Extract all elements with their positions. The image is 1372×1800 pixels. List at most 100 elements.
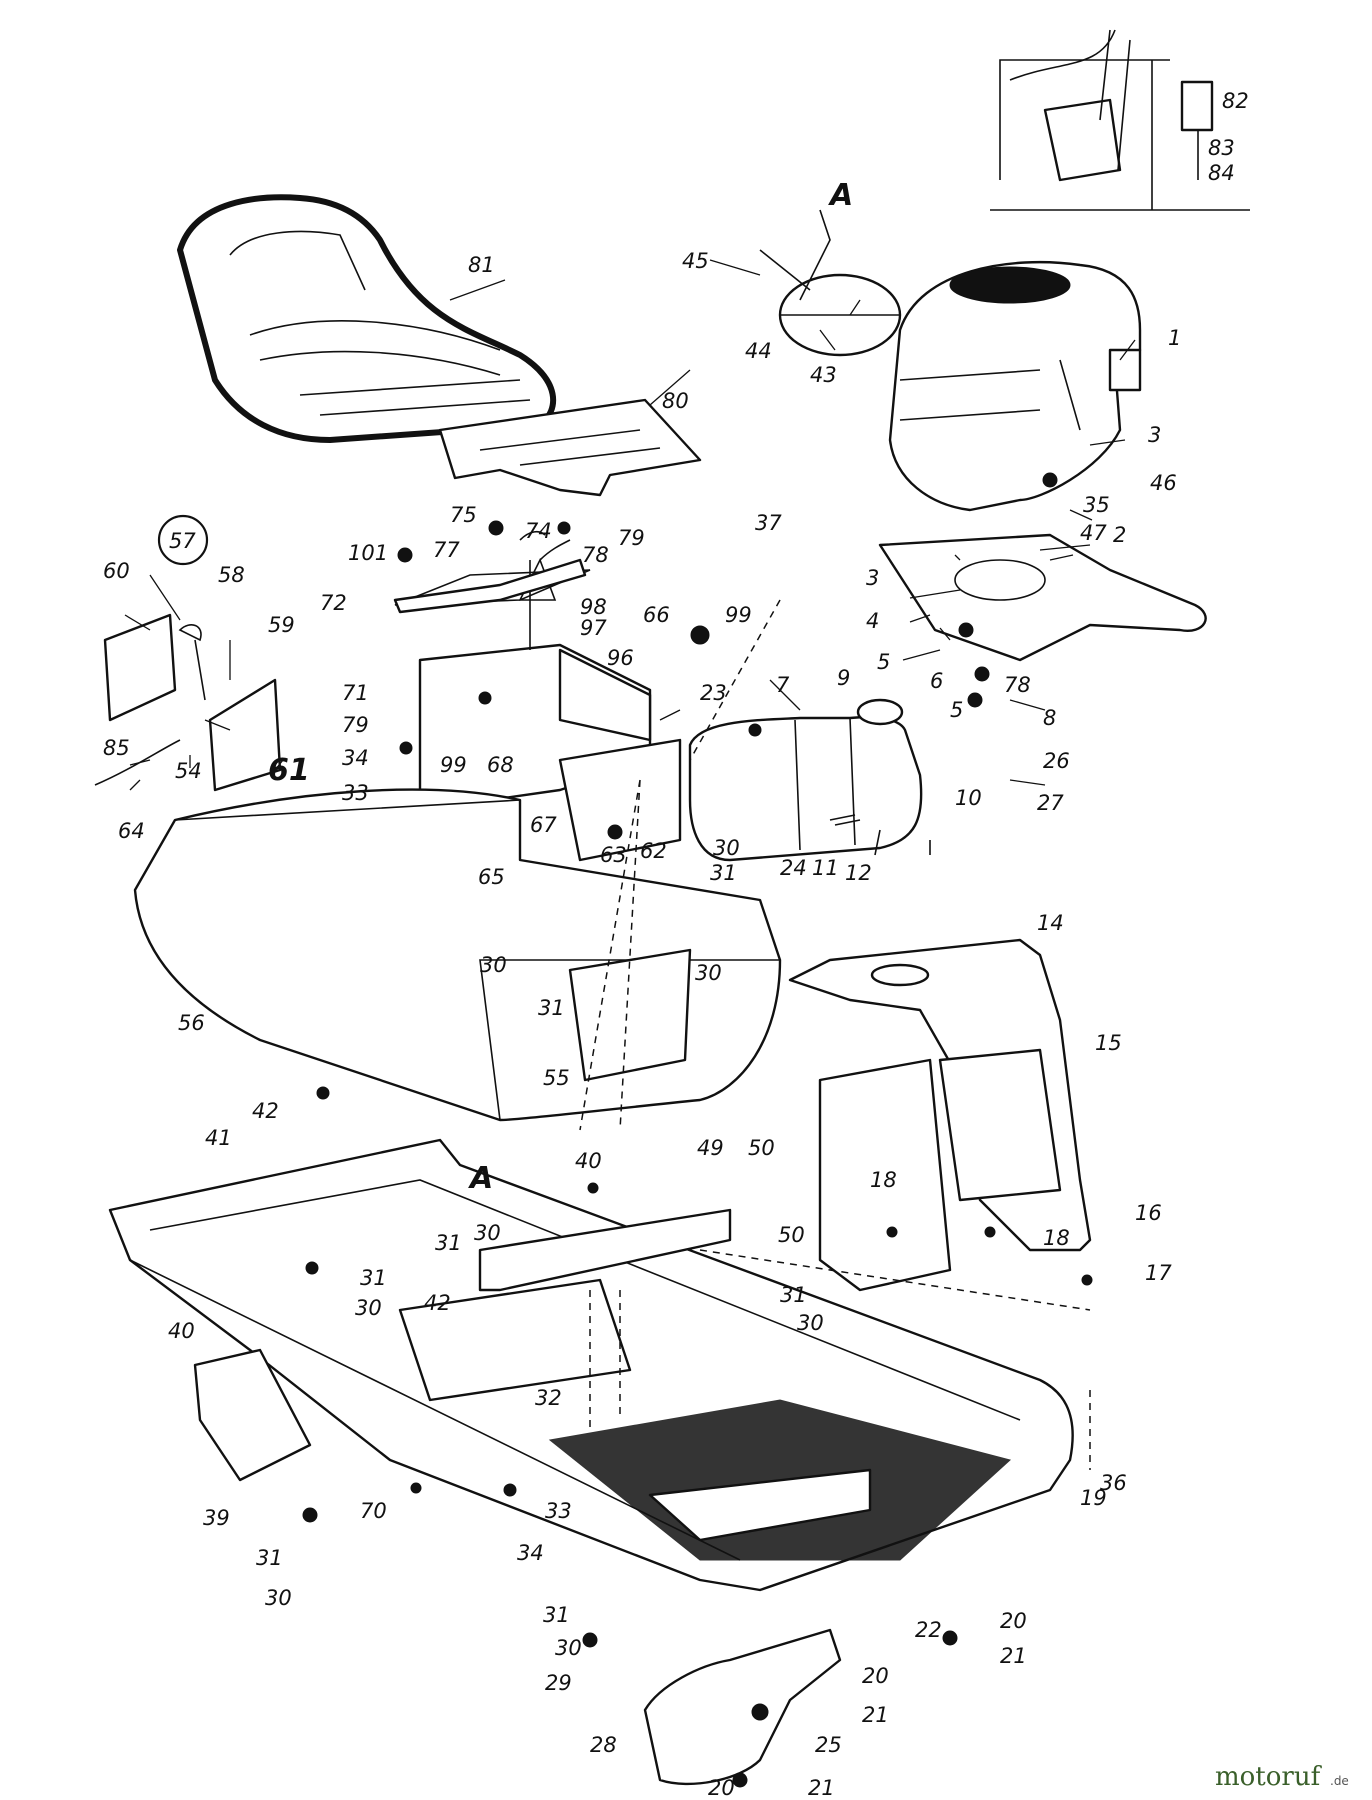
- fender: [788, 938, 1092, 1252]
- inset-detail: [990, 29, 1250, 211]
- seat-plate: [438, 398, 702, 497]
- label-70: 70: [360, 1499, 387, 1523]
- label-30: 30: [265, 1586, 292, 1610]
- label-30: 30: [797, 1311, 824, 1335]
- label-71: 71: [342, 681, 369, 705]
- label-56: 56: [178, 1011, 205, 1035]
- label-50: 50: [748, 1136, 775, 1160]
- label-84: 84: [1208, 161, 1235, 185]
- label-99: 99: [725, 603, 752, 627]
- label-55: 55: [543, 1066, 570, 1090]
- label-35: 35: [1083, 493, 1110, 517]
- side-panel: [818, 1058, 952, 1292]
- label-72: 72: [320, 591, 347, 615]
- label-101: 101: [348, 541, 388, 565]
- label-30: 30: [555, 1636, 582, 1660]
- label-44: 44: [745, 339, 772, 363]
- label-29: 29: [545, 1671, 572, 1695]
- fasteners: [302, 472, 1093, 1788]
- label-34: 34: [517, 1541, 544, 1565]
- label-37: 37: [755, 511, 782, 535]
- label-6: 6: [930, 669, 943, 693]
- label-81: 81: [468, 253, 495, 277]
- label-17: 17: [1145, 1261, 1172, 1285]
- label-45: 45: [682, 249, 709, 273]
- label-68: 68: [487, 753, 514, 777]
- label-15: 15: [1095, 1031, 1122, 1055]
- label-96: 96: [607, 646, 634, 670]
- watermark-suffix: .de: [1330, 1774, 1349, 1788]
- label-30: 30: [480, 953, 507, 977]
- label-33: 33: [342, 781, 369, 805]
- label-66: 66: [643, 603, 670, 627]
- label-31: 31: [710, 861, 737, 885]
- label-21: 21: [862, 1703, 889, 1727]
- label-25: 25: [815, 1733, 842, 1757]
- label-46: 46: [1150, 471, 1177, 495]
- label-19: 19: [1080, 1486, 1107, 1510]
- label-78: 78: [1004, 673, 1031, 697]
- label-11: 11: [812, 856, 839, 880]
- label-31: 31: [435, 1231, 462, 1255]
- label-40: 40: [575, 1149, 602, 1173]
- label-33: 33: [545, 1499, 572, 1523]
- label-A: A: [828, 178, 853, 213]
- label-3: 3: [866, 566, 879, 590]
- label-5: 5: [877, 650, 890, 674]
- label-4: 4: [866, 609, 879, 633]
- label-63: 63: [600, 843, 627, 867]
- label-27: 27: [1037, 791, 1064, 815]
- callout-circle-57: [157, 514, 209, 566]
- label-31: 31: [543, 1603, 570, 1627]
- label-74: 74: [525, 519, 552, 543]
- starter: [759, 209, 902, 357]
- label-40: 40: [168, 1319, 195, 1343]
- part-labels: 1 2 3 3 4 5 5 6 7 8 9 10 11 12 14 15 16 …: [103, 89, 1249, 1800]
- label-18: 18: [1043, 1226, 1070, 1250]
- label-47: 47: [1080, 521, 1107, 545]
- label-18: 18: [870, 1168, 897, 1192]
- label-21: 21: [808, 1776, 835, 1800]
- label-82: 82: [1222, 89, 1249, 113]
- label-58: 58: [218, 563, 245, 587]
- label-85: 85: [103, 736, 130, 760]
- label-31: 31: [538, 996, 565, 1020]
- label-80: 80: [662, 389, 689, 413]
- label-60: 60: [103, 559, 130, 583]
- label-57: 57: [169, 529, 196, 553]
- label-98: 98: [580, 595, 607, 619]
- label-24: 24: [780, 856, 807, 880]
- label-A: A: [468, 1161, 493, 1196]
- label-20: 20: [708, 1776, 735, 1800]
- label-14: 14: [1037, 911, 1064, 935]
- label-20: 20: [1000, 1609, 1027, 1633]
- watermark: motoruf .de: [1215, 1762, 1349, 1792]
- leader-lines: [124, 259, 1136, 791]
- label-64: 64: [118, 819, 145, 843]
- label-23: 23: [700, 681, 727, 705]
- label-7: 7: [776, 673, 790, 697]
- ignition-switch-panel: [94, 613, 282, 792]
- label-43: 43: [810, 363, 837, 387]
- cross-member: [478, 1208, 732, 1292]
- label-30: 30: [355, 1296, 382, 1320]
- engine-mounting-plate: [878, 533, 1207, 662]
- label-12: 12: [845, 861, 872, 885]
- label-9: 9: [837, 666, 850, 690]
- label-78: 78: [582, 543, 609, 567]
- label-79: 79: [342, 713, 369, 737]
- seat: [177, 194, 556, 443]
- front-bracket: [193, 1348, 312, 1482]
- label-41: 41: [205, 1126, 232, 1150]
- label-16: 16: [1135, 1201, 1162, 1225]
- label-83: 83: [1208, 136, 1235, 160]
- label-36: 36: [1100, 1471, 1127, 1495]
- control-console: [394, 530, 682, 862]
- label-20: 20: [862, 1664, 889, 1688]
- main-frame: [108, 1138, 1074, 1592]
- label-32: 32: [535, 1386, 562, 1410]
- label-30: 30: [695, 961, 722, 985]
- label-2: 2: [1113, 523, 1126, 547]
- label-31: 31: [256, 1546, 283, 1570]
